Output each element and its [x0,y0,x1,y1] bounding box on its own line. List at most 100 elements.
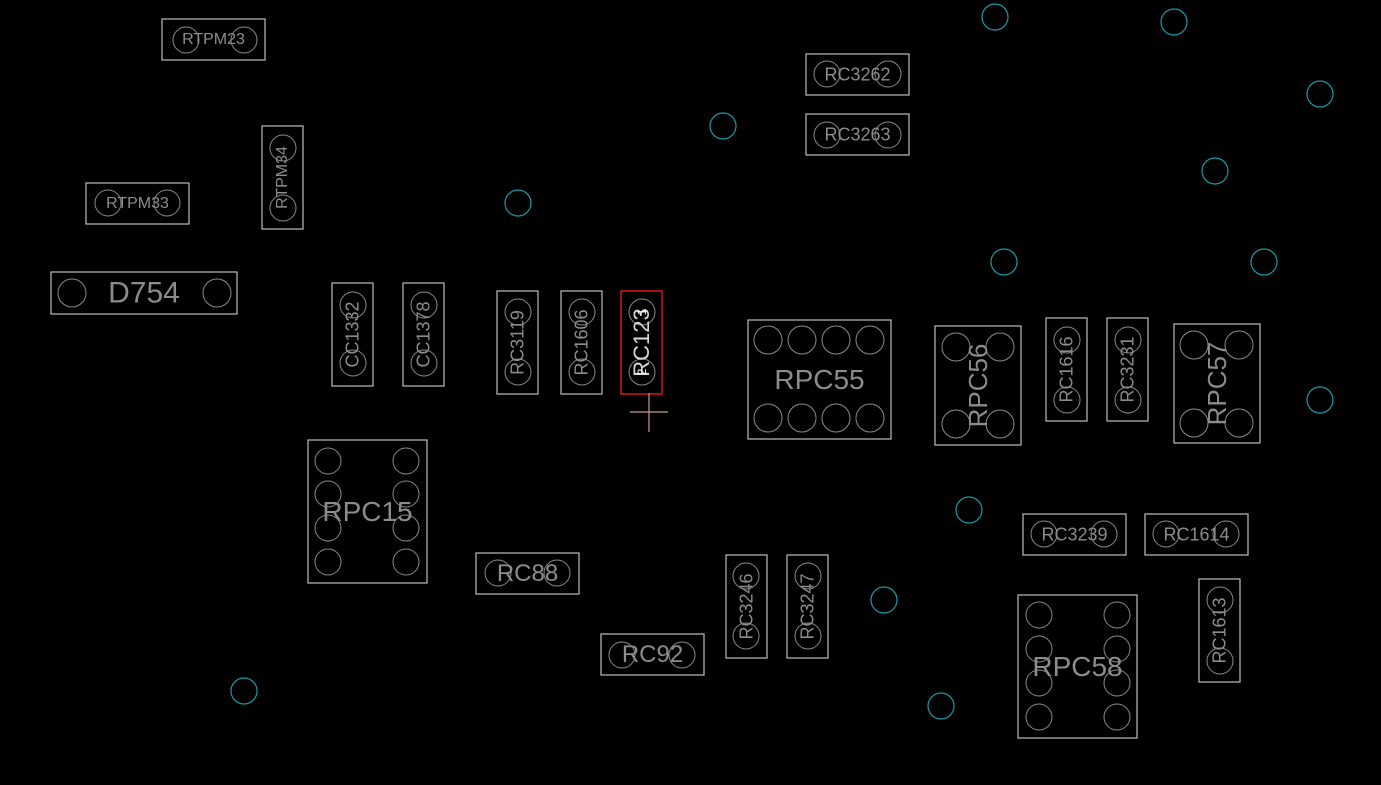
via[interactable] [1250,248,1278,276]
component-rc1614[interactable]: RC1614 [1144,513,1249,556]
pad[interactable] [941,409,971,439]
component-cc1378[interactable]: CC1378 [402,282,445,387]
pad[interactable] [410,291,438,319]
pad[interactable] [339,291,367,319]
pad[interactable] [543,559,571,587]
pad[interactable] [787,325,817,355]
pad[interactable] [732,622,760,650]
component-rc1616[interactable]: RC1616 [1045,317,1088,422]
pad[interactable] [855,325,885,355]
pad[interactable] [1206,586,1234,614]
pad[interactable] [1103,703,1131,731]
via[interactable] [927,692,955,720]
component-rc3246[interactable]: RC3246 [725,554,768,659]
pad[interactable] [1025,703,1053,731]
component-rpc58[interactable]: RPC58 [1017,594,1138,739]
pad[interactable] [628,358,656,386]
pad[interactable] [339,349,367,377]
pad[interactable] [941,332,971,362]
component-rpc55[interactable]: RPC55 [747,319,892,440]
pad[interactable] [504,298,532,326]
pad[interactable] [1025,601,1053,629]
pad[interactable] [568,358,596,386]
via[interactable] [981,3,1009,31]
component-rpc15[interactable]: RPC15 [307,439,428,584]
component-rc88[interactable]: RC88 [475,552,580,595]
pad[interactable] [1103,669,1131,697]
component-rtpm23[interactable]: RTPM23 [161,18,266,61]
pad[interactable] [1025,669,1053,697]
pad[interactable] [1206,647,1234,675]
pad[interactable] [1025,635,1053,663]
via[interactable] [1306,80,1334,108]
via[interactable] [504,189,532,217]
pad[interactable] [813,60,841,88]
pad[interactable] [314,548,342,576]
component-rc3263[interactable]: RC3263 [805,113,910,156]
component-rpc57[interactable]: RPC57 [1173,323,1261,444]
component-rc1613[interactable]: RC1613 [1198,578,1241,683]
pad[interactable] [392,447,420,475]
component-cc1332[interactable]: CC1332 [331,282,374,387]
pad[interactable] [1030,520,1058,548]
via[interactable] [230,677,258,705]
pad[interactable] [753,325,783,355]
pad[interactable] [821,325,851,355]
pad[interactable] [269,194,297,222]
component-rc3262[interactable]: RC3262 [805,53,910,96]
pad[interactable] [1212,520,1240,548]
component-rc92[interactable]: RC92 [600,633,705,676]
pad[interactable] [855,403,885,433]
component-rc3239[interactable]: RC3239 [1022,513,1127,556]
pad[interactable] [153,189,181,217]
pad[interactable] [269,134,297,162]
pad[interactable] [668,641,696,669]
component-rtpm33[interactable]: RTPM33 [85,182,190,225]
component-rtpm34[interactable]: RTPM34 [261,125,304,230]
pad[interactable] [1114,386,1142,414]
pad[interactable] [1224,330,1254,360]
pad[interactable] [392,548,420,576]
component-rc3247[interactable]: RC3247 [786,554,829,659]
pad[interactable] [628,298,656,326]
pad[interactable] [410,349,438,377]
pad[interactable] [172,26,200,54]
pad[interactable] [392,514,420,542]
pad[interactable] [874,121,902,149]
pad[interactable] [392,480,420,508]
pad[interactable] [1053,326,1081,354]
pad[interactable] [314,514,342,542]
pad[interactable] [1179,330,1209,360]
pad[interactable] [608,641,636,669]
pad[interactable] [794,562,822,590]
pad[interactable] [874,60,902,88]
pad[interactable] [568,298,596,326]
component-rc3119[interactable]: RC3119 [496,290,539,395]
pad[interactable] [787,403,817,433]
pad[interactable] [985,332,1015,362]
via[interactable] [955,496,983,524]
pad[interactable] [1152,520,1180,548]
component-d754[interactable]: D754 [50,271,238,315]
pad[interactable] [230,26,258,54]
pad[interactable] [753,403,783,433]
pad[interactable] [1103,601,1131,629]
pad[interactable] [484,559,512,587]
pad[interactable] [1179,408,1209,438]
component-rc3231[interactable]: RC3231 [1106,317,1149,422]
pad[interactable] [821,403,851,433]
pad[interactable] [94,189,122,217]
pad[interactable] [1090,520,1118,548]
via[interactable] [990,248,1018,276]
pad[interactable] [1224,408,1254,438]
pad[interactable] [732,562,760,590]
component-rpc56[interactable]: RPC56 [934,325,1022,446]
pad[interactable] [985,409,1015,439]
pad[interactable] [794,622,822,650]
via[interactable] [1306,386,1334,414]
pad[interactable] [1114,326,1142,354]
via[interactable] [1201,157,1229,185]
component-rc1606[interactable]: RC1606 [560,290,603,395]
